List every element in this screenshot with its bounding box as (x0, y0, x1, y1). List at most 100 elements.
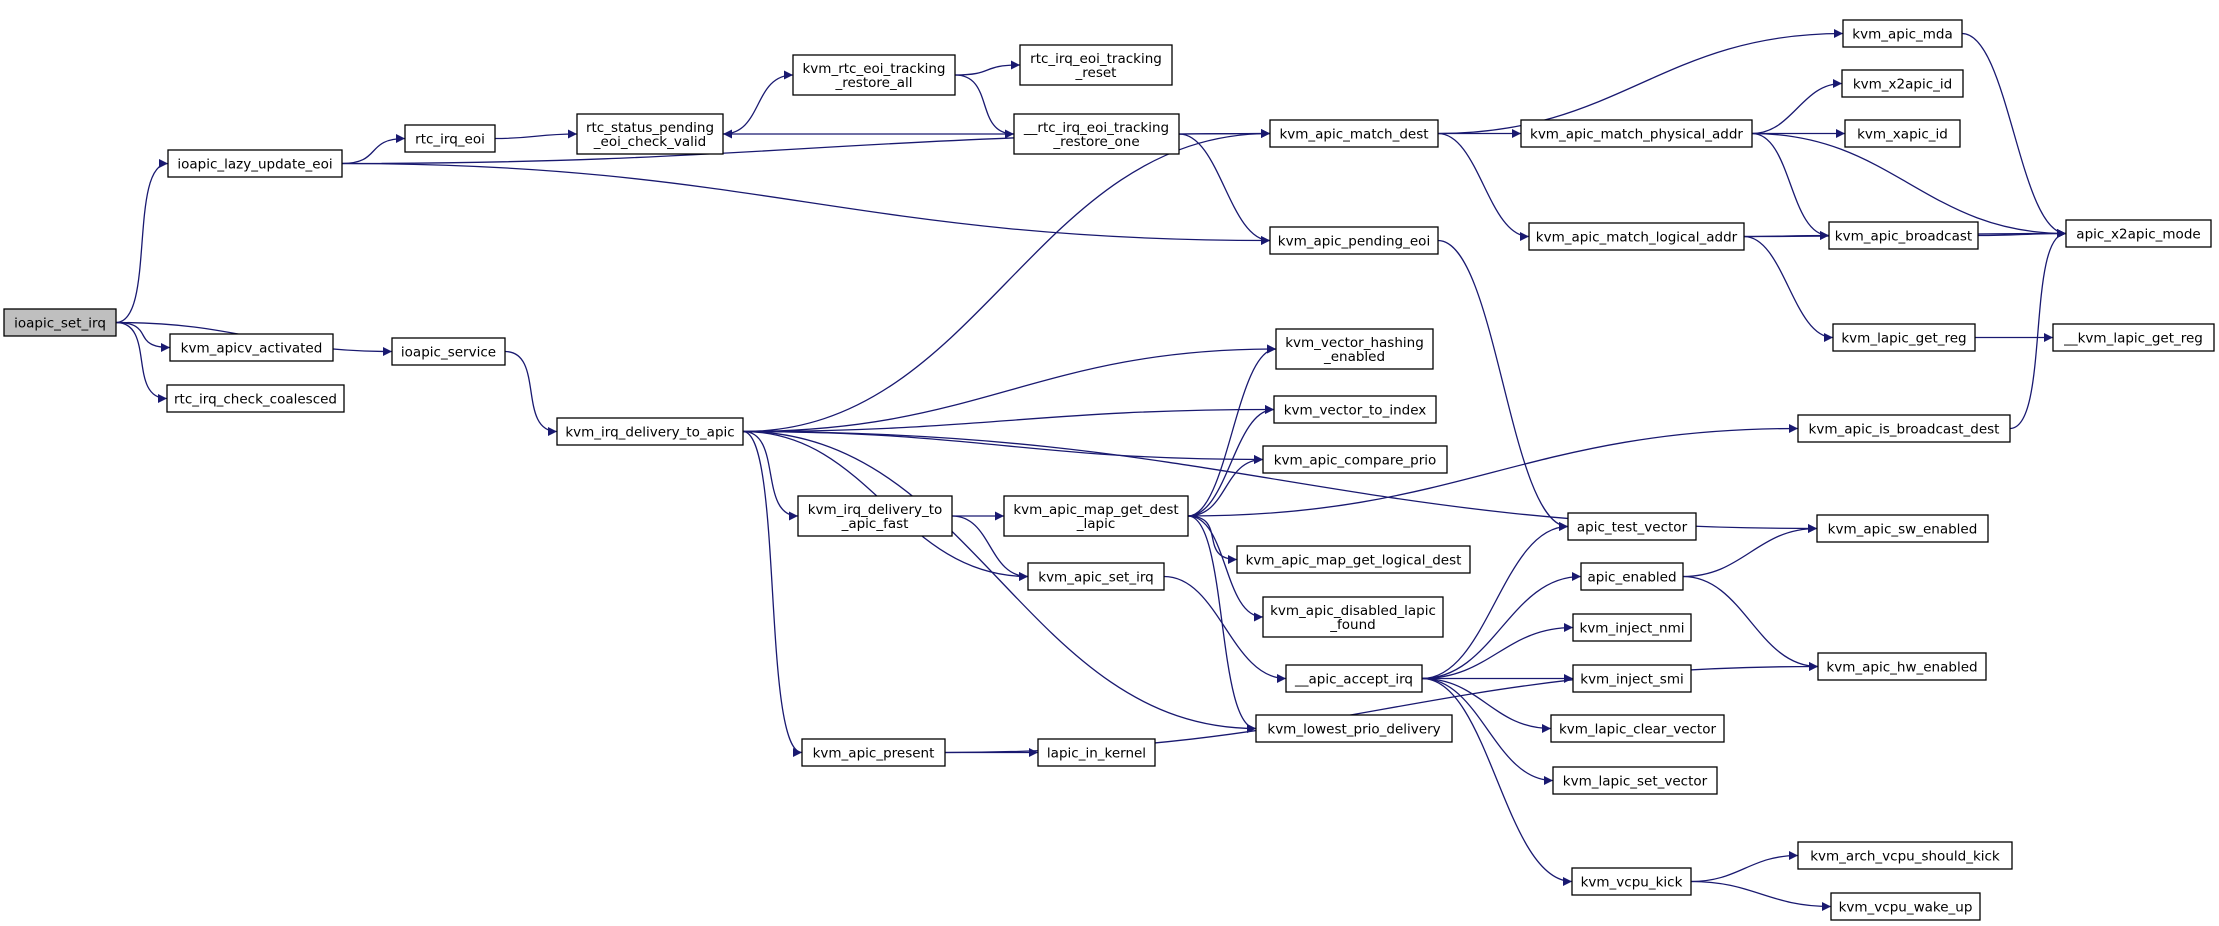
node-kvm-lapic-clear-vector[interactable]: kvm_lapic_clear_vector (1550, 714, 1725, 743)
node-label: kvm_apic_present (813, 746, 935, 762)
edge-path (1437, 29, 1844, 135)
edge-path (504, 350, 558, 436)
node-box (1262, 596, 1444, 638)
node-kvm-apicv-activated[interactable]: kvm_apicv_activated (169, 333, 334, 362)
edge-path (1421, 677, 1552, 733)
node-label: kvm_apicv_activated (181, 341, 323, 357)
node-rtc-status-pending-eoi-check-valid[interactable]: rtc_status_pending_eoi_check_valid (576, 113, 724, 155)
node-kvm-irq-delivery-to-apic[interactable]: kvm_irq_delivery_to_apic (556, 417, 744, 446)
node-kvm-vector-hashing-enabled[interactable]: kvm_vector_hashing_enabled (1275, 328, 1434, 370)
edge-kvm-apic-match-logical-addr-to-kvm-lapic-get-reg (1743, 235, 1834, 342)
node-kvm-xapic-id[interactable]: kvm_xapic_id (1844, 119, 1961, 148)
edge-path (1421, 572, 1582, 680)
node-kvm-apic-map-get-logical-dest[interactable]: kvm_apic_map_get_logical_dest (1236, 545, 1471, 574)
node-box (1580, 562, 1684, 591)
node-rtc-irq-eoi-tracking-reset[interactable]: rtc_irq_eoi_tracking_reset (1019, 44, 1173, 86)
node-kvm-apic-hw-enabled[interactable]: kvm_apic_hw_enabled (1817, 652, 1987, 681)
node-box (1550, 714, 1725, 743)
edge-path (1437, 239, 1569, 531)
node-box (391, 337, 506, 366)
node-kvm-apic-pending-eoi[interactable]: kvm_apic_pending_eoi (1269, 226, 1439, 255)
node-label: _enabled (1323, 349, 1385, 365)
node-kvm-vector-to-index[interactable]: kvm_vector_to_index (1273, 395, 1437, 424)
node-box (3, 308, 117, 337)
edge-ioapic-set-irq-to-ioapic-lazy-update-eoi (115, 159, 169, 324)
edge-path (1977, 229, 2067, 239)
node-label: kvm_apic_sw_enabled (1828, 522, 1978, 538)
edge-kvm-apic-match-physical-addr-to-kvm-apic-broadcast (1751, 132, 1830, 240)
node-ioapic-service[interactable]: ioapic_service (391, 337, 506, 366)
node-rtc-irq-check-coalesced[interactable]: rtc_irq_check_coalesced (166, 384, 345, 413)
edge-ioapic-set-irq-to-kvm-apicv-activated (115, 321, 171, 352)
node-kvm-inject-smi[interactable]: kvm_inject_smi (1572, 664, 1692, 693)
edge-path (115, 321, 168, 403)
node-box (1528, 222, 1745, 251)
node-apic-x2apic-mode[interactable]: apic_x2apic_mode (2065, 219, 2212, 248)
node-kvm-vcpu-kick[interactable]: kvm_vcpu_kick (1571, 867, 1692, 896)
edge-kvm-apic-set-irq-to-apic-accept-irq (1163, 575, 1287, 683)
node-apic-test-vector[interactable]: apic_test_vector (1567, 512, 1697, 541)
edge-kvm-irq-delivery-to-apic-fast-to-kvm-apic-set-irq (951, 515, 1029, 581)
node-kvm-lapic-set-vector[interactable]: kvm_lapic_set_vector (1552, 766, 1718, 795)
edge-kvm-apic-broadcast-to-apic-x2apic-mode (1977, 229, 2067, 239)
edge-kvm-apic-match-dest-to-kvm-apic-mda (1437, 29, 1844, 135)
edge-kvm-apic-match-dest-to-kvm-apic-match-logical-addr (1437, 132, 1530, 241)
node-kvm-apic-is-broadcast-dest[interactable]: kvm_apic_is_broadcast_dest (1797, 414, 2011, 443)
node-kvm-apic-match-physical-addr[interactable]: kvm_apic_match_physical_addr (1520, 119, 1753, 148)
node-kvm-apic-sw-enabled[interactable]: kvm_apic_sw_enabled (1816, 514, 1989, 543)
node-kvm-apic-broadcast[interactable]: kvm_apic_broadcast (1828, 221, 1979, 250)
node-box (1019, 44, 1173, 86)
edge-kvm-irq-delivery-to-apic-to-kvm-irq-delivery-to-apic-fast (742, 430, 799, 521)
node-box (792, 54, 956, 96)
node-label: kvm_apic_compare_prio (1274, 453, 1437, 469)
edge-path (1682, 524, 1818, 578)
node-kvm-vcpu-wake-up[interactable]: kvm_vcpu_wake_up (1830, 892, 1981, 921)
edge-ioapic-lazy-update-eoi-to-kvm-apic-pending-eoi (341, 162, 1271, 245)
node-kvm-lapic-get-reg[interactable]: kvm_lapic_get_reg (1832, 323, 1976, 352)
edge-kvm-irq-delivery-to-apic-to-kvm-lowest-prio-delivery (742, 430, 1257, 733)
node-label: kvm_rtc_eoi_tracking (802, 61, 945, 77)
node-kvm-lapic-get-reg[interactable]: __kvm_lapic_get_reg (2052, 323, 2215, 352)
node-kvm-apic-disabled-lapic-found[interactable]: kvm_apic_disabled_lapic_found (1262, 596, 1444, 638)
node-label: rtc_status_pending (586, 120, 714, 136)
node-ioapic-set-irq[interactable]: ioapic_set_irq (3, 308, 117, 337)
node-kvm-lowest-prio-delivery[interactable]: kvm_lowest_prio_delivery (1255, 714, 1453, 743)
edge-apic-accept-irq-to-apic-test-vector (1421, 522, 1569, 680)
edge-kvm-rtc-eoi-tracking-restore-all-to-rtc-irq-eoi-tracking-reset (954, 60, 1021, 76)
node-ioapic-lazy-update-eoi[interactable]: ioapic_lazy_update_eoi (167, 149, 343, 178)
edge-path (1437, 132, 1530, 241)
node-kvm-apic-present[interactable]: kvm_apic_present (801, 738, 946, 767)
node-apic-enabled[interactable]: apic_enabled (1580, 562, 1684, 591)
edge-apic-enabled-to-kvm-apic-hw-enabled (1682, 575, 1819, 671)
node-kvm-inject-nmi[interactable]: kvm_inject_nmi (1572, 613, 1692, 642)
node-lapic-in-kernel[interactable]: lapic_in_kernel (1037, 738, 1156, 767)
edge-path (1682, 575, 1819, 671)
node-kvm-x2apic-id[interactable]: kvm_x2apic_id (1841, 69, 1964, 98)
node-rtc-irq-eoi[interactable]: rtc_irq_eoi (404, 124, 496, 153)
node-label: ioapic_lazy_update_eoi (177, 157, 332, 173)
edge-path (1163, 575, 1287, 683)
node-kvm-apic-compare-prio[interactable]: kvm_apic_compare_prio (1262, 445, 1448, 474)
node-kvm-apic-set-irq[interactable]: kvm_apic_set_irq (1027, 562, 1165, 591)
node-label: __kvm_lapic_get_reg (2063, 331, 2203, 347)
node-kvm-apic-map-get-dest-lapic[interactable]: kvm_apic_map_get_dest_lapic (1003, 495, 1189, 537)
node-kvm-apic-match-dest[interactable]: kvm_apic_match_dest (1269, 119, 1439, 148)
edge-ioapic-set-irq-to-rtc-irq-check-coalesced (115, 321, 168, 403)
node-label: kvm_apic_broadcast (1835, 229, 1972, 245)
node-box (1552, 766, 1718, 795)
node-kvm-apic-mda[interactable]: kvm_apic_mda (1842, 19, 1963, 48)
node-label: kvm_irq_delivery_to_apic (565, 425, 734, 441)
node-apic-accept-irq[interactable]: __apic_accept_irq (1285, 664, 1423, 693)
node-box (797, 495, 953, 537)
node-box (1027, 562, 1165, 591)
edge-path (742, 430, 799, 521)
node-label: kvm_lapic_clear_vector (1559, 722, 1717, 738)
node-rtc-irq-eoi-tracking-restore-one[interactable]: __rtc_irq_eoi_tracking_restore_one (1013, 113, 1180, 155)
node-box (1275, 328, 1434, 370)
node-kvm-irq-delivery-to-apic-fast[interactable]: kvm_irq_delivery_to_apic_fast (797, 495, 953, 537)
node-kvm-rtc-eoi-tracking-restore-all[interactable]: kvm_rtc_eoi_tracking_restore_all (792, 54, 956, 96)
node-kvm-arch-vcpu-should-kick[interactable]: kvm_arch_vcpu_should_kick (1797, 841, 2013, 870)
edge-path (1178, 133, 1271, 245)
node-kvm-apic-match-logical-addr[interactable]: kvm_apic_match_logical_addr (1528, 222, 1745, 251)
